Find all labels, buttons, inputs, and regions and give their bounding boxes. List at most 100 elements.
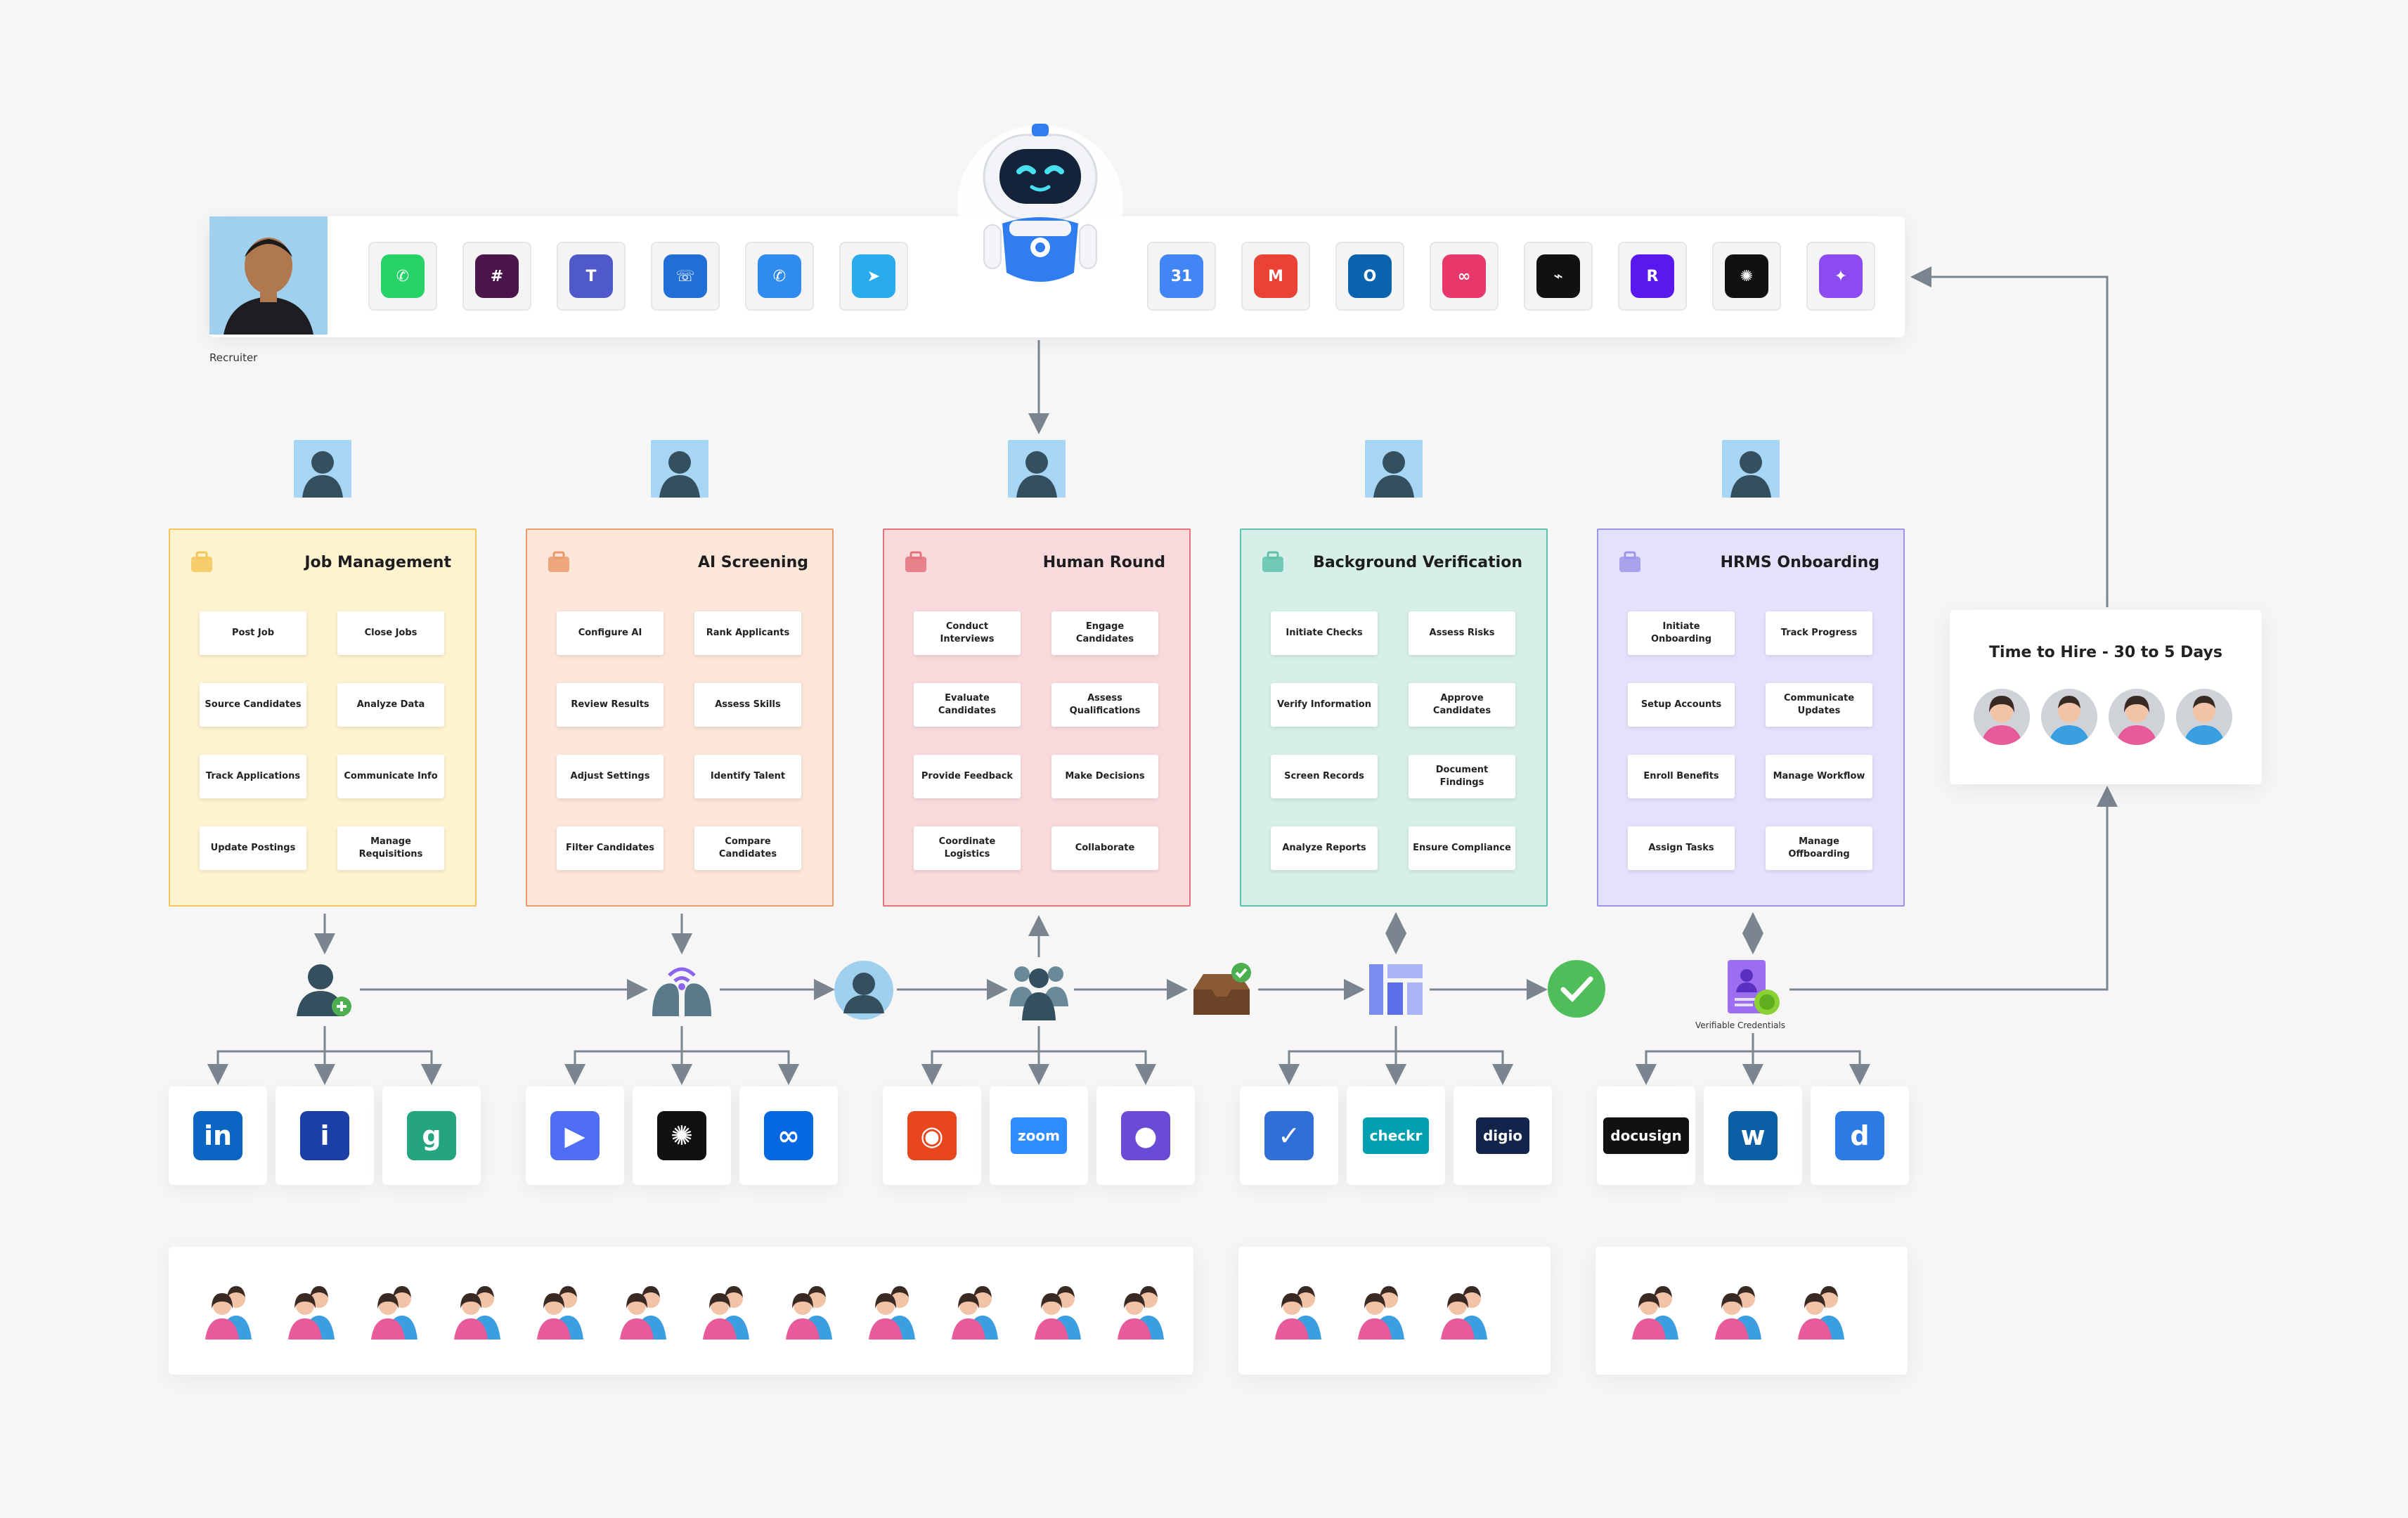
task-button[interactable]: Compare Candidates [694, 826, 801, 870]
recruiter-label: Recruiter [209, 351, 258, 364]
task-button[interactable]: Post Job [200, 611, 306, 655]
verified-shield-tool[interactable]: ✓ [1240, 1086, 1338, 1185]
task-button[interactable]: Enroll Benefits [1628, 755, 1735, 798]
stage-owner-avatar [294, 440, 351, 498]
linkedin-tool[interactable]: in [169, 1086, 267, 1185]
candidate-pair-icon [448, 1280, 507, 1342]
task-button[interactable]: Document Findings [1409, 755, 1515, 798]
task-button[interactable]: Rank Applicants [694, 611, 801, 655]
checkr-tool[interactable]: checkr [1347, 1086, 1445, 1185]
task-button[interactable]: Analyze Reports [1271, 826, 1378, 870]
ai-star-app-button[interactable]: ✦ [1806, 242, 1875, 311]
task-button[interactable]: Manage Workflow [1766, 755, 1872, 798]
openai-tool[interactable]: ✺ [633, 1086, 731, 1185]
d-icon: d [1835, 1111, 1884, 1160]
task-button[interactable]: Evaluate Candidates [914, 683, 1021, 727]
stage-title: Background Verification [1313, 554, 1522, 571]
candidates-pool-card [169, 1247, 1193, 1375]
indeed-tool[interactable]: i [276, 1086, 374, 1185]
workflow-app-button[interactable]: ∞ [1430, 242, 1498, 311]
task-button[interactable]: Close Jobs [337, 611, 444, 655]
ai-star-icon: ✦ [1819, 254, 1863, 298]
time-to-hire-card: Time to Hire - 30 to 5 Days [1950, 610, 2262, 784]
task-button[interactable]: Verify Information [1271, 683, 1378, 727]
workday-icon: w [1728, 1111, 1778, 1160]
digio-tool[interactable]: digio [1454, 1086, 1552, 1185]
task-button[interactable]: Adjust Settings [557, 755, 664, 798]
candidate-pair-icon [365, 1280, 425, 1342]
task-button[interactable]: Screen Records [1271, 755, 1378, 798]
task-button[interactable]: Conduct Interviews [914, 611, 1021, 655]
task-button[interactable]: Make Decisions [1051, 755, 1158, 798]
task-button[interactable]: Source Candidates [200, 683, 306, 727]
task-button[interactable]: Setup Accounts [1628, 683, 1735, 727]
task-button[interactable]: Update Postings [200, 826, 306, 870]
task-button[interactable]: Analyze Data [337, 683, 444, 727]
task-button[interactable]: Engage Candidates [1051, 611, 1158, 655]
task-button[interactable]: Initiate Onboarding [1628, 611, 1735, 655]
recruiter-avatar[interactable] [209, 216, 328, 335]
outlook-app-button[interactable]: O [1335, 242, 1404, 311]
greenhouse-tool[interactable]: g [382, 1086, 481, 1185]
task-button[interactable]: Assess Risks [1409, 611, 1515, 655]
candidate-pair-icon [1709, 1280, 1768, 1342]
google-calendar-icon: 31 [1160, 254, 1203, 298]
docusign-tool[interactable]: docusign [1597, 1086, 1695, 1185]
candidate-pair-icon [1352, 1280, 1411, 1342]
rasa-app-button[interactable]: R [1618, 242, 1687, 311]
gmail-icon: M [1254, 254, 1297, 298]
task-button[interactable]: Track Progress [1766, 611, 1872, 655]
outlook-icon: O [1348, 254, 1392, 298]
support-chat-app-button[interactable]: ☏ [651, 242, 720, 311]
workday-tool[interactable]: w [1704, 1086, 1802, 1185]
task-button[interactable]: Filter Candidates [557, 826, 664, 870]
task-button[interactable]: Initiate Checks [1271, 611, 1378, 655]
time-to-hire-title: Time to Hire - 30 to 5 Days [1989, 644, 2222, 661]
play-ai-tool[interactable]: ▶ [526, 1086, 624, 1185]
task-button[interactable]: Manage Offboarding [1766, 826, 1872, 870]
shield-check-icon [1260, 550, 1288, 578]
meta-tool[interactable]: ∞ [739, 1086, 838, 1185]
verifiable-credentials-icon[interactable] [1721, 959, 1788, 1022]
candidate-pair-icon [283, 1280, 342, 1342]
target-tool[interactable]: ◉ [883, 1086, 981, 1185]
openai-app-button[interactable]: ✺ [1712, 242, 1781, 311]
task-button[interactable]: Identify Talent [694, 755, 801, 798]
robot-mascot-icon[interactable] [935, 119, 1146, 309]
verified-shield-icon: ✓ [1264, 1111, 1314, 1160]
add-candidate-icon [297, 964, 351, 1016]
teams-app-button[interactable]: T [557, 242, 626, 311]
viber-app-button[interactable]: ✆ [745, 242, 814, 311]
chat-bubble-tool[interactable]: ● [1096, 1086, 1195, 1185]
task-button[interactable]: Communicate Info [337, 755, 444, 798]
slack-app-button[interactable]: # [462, 242, 531, 311]
stage-title: Human Round [1042, 554, 1165, 571]
gmail-app-button[interactable]: M [1241, 242, 1310, 311]
candidate-pair-icon [614, 1280, 673, 1342]
task-button[interactable]: Assign Tasks [1628, 826, 1735, 870]
support-chat-icon: ☏ [664, 254, 707, 298]
task-button[interactable]: Review Results [557, 683, 664, 727]
whatsapp-app-button[interactable]: ✆ [368, 242, 437, 311]
task-button[interactable]: Assess Skills [694, 683, 801, 727]
voice-link-app-button[interactable]: ⌁ [1524, 242, 1593, 311]
viber-icon: ✆ [758, 254, 801, 298]
zoom-tool[interactable]: zoom [990, 1086, 1088, 1185]
task-button[interactable]: Track Applications [200, 755, 306, 798]
task-button[interactable]: Collaborate [1051, 826, 1158, 870]
stage-owner-avatar [1365, 440, 1423, 498]
greenhouse-icon: g [407, 1111, 456, 1160]
task-button[interactable]: Coordinate Logistics [914, 826, 1021, 870]
task-button[interactable]: Provide Feedback [914, 755, 1021, 798]
task-button[interactable]: Approve Candidates [1409, 683, 1515, 727]
d-tool[interactable]: d [1811, 1086, 1909, 1185]
hire-avatar-male [2041, 689, 2097, 745]
task-button[interactable]: Ensure Compliance [1409, 826, 1515, 870]
task-button[interactable]: Communicate Updates [1766, 683, 1872, 727]
task-button[interactable]: Manage Requisitions [337, 826, 444, 870]
telegram-app-button[interactable]: ➤ [839, 242, 908, 311]
task-button[interactable]: Configure AI [557, 611, 664, 655]
google-calendar-app-button[interactable]: 31 [1147, 242, 1216, 311]
task-button[interactable]: Assess Qualifications [1051, 683, 1158, 727]
